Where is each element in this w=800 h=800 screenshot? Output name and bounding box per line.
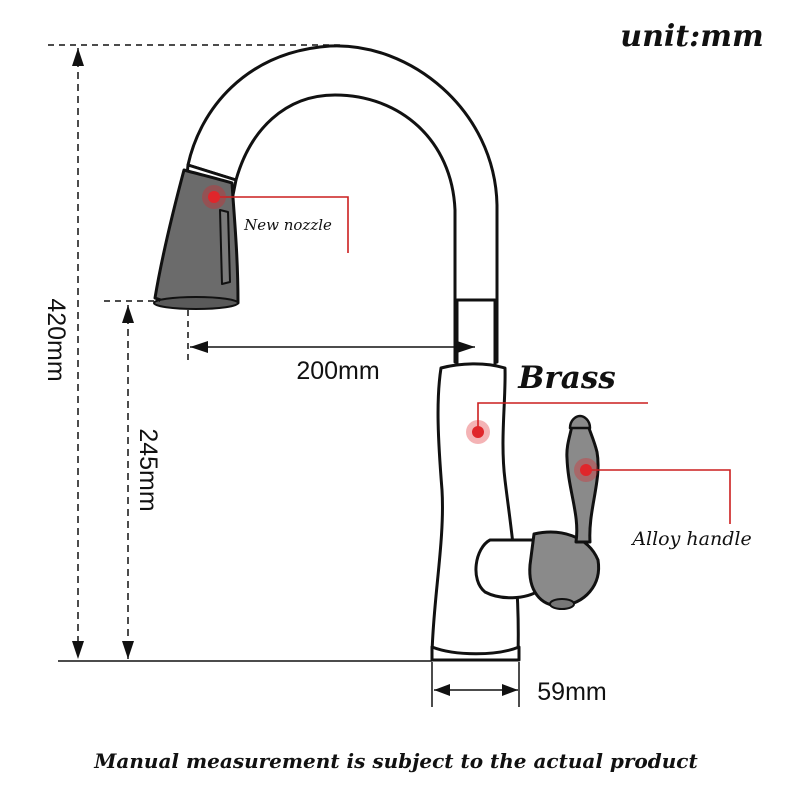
handle-callout-label: Alloy handle	[630, 528, 751, 550]
arrow-59-left	[434, 684, 450, 696]
spout-height-label: 245mm	[134, 428, 162, 511]
arrow-245-top	[122, 305, 134, 323]
body-marker	[472, 426, 484, 438]
handle-hub	[528, 530, 601, 608]
nozzle-marker	[208, 191, 220, 203]
callout-markers	[202, 185, 598, 482]
arrow-59-right	[502, 684, 518, 696]
callout-leaders	[214, 196, 731, 524]
brass-body	[430, 362, 520, 657]
lever-handle	[565, 423, 600, 544]
reach-label: 200mm	[296, 357, 379, 385]
body-callout-label: Brass	[517, 360, 616, 396]
total-height-label: 420mm	[42, 298, 70, 381]
lever-knob-top	[568, 414, 592, 430]
spout-neck	[455, 298, 497, 368]
handle-hub-cap	[549, 598, 575, 610]
arrow-200-right	[457, 341, 475, 353]
nozzle-callout-label: New nozzle	[243, 216, 332, 234]
arrow-420-top	[72, 48, 84, 66]
body-leader	[477, 402, 648, 432]
handle-leader	[586, 469, 731, 524]
base-width-label: 59mm	[537, 678, 606, 706]
dimension-lines	[48, 44, 520, 707]
spout-tube	[186, 44, 499, 364]
unit-label: unit:mm	[620, 19, 763, 54]
nozzle-leader	[214, 196, 349, 253]
body-base-ring	[430, 645, 521, 662]
arrow-245-bottom	[122, 641, 134, 659]
handle-marker	[580, 464, 592, 476]
nozzle-side-detail	[219, 209, 231, 285]
arrow-420-bottom	[72, 641, 84, 659]
footer-note: Manual measurement is subject to the act…	[93, 749, 698, 773]
nozzle-spray-face	[153, 296, 239, 310]
faucet-drawing	[153, 44, 601, 662]
arrow-200-left	[190, 341, 208, 353]
arrowheads	[72, 48, 518, 696]
